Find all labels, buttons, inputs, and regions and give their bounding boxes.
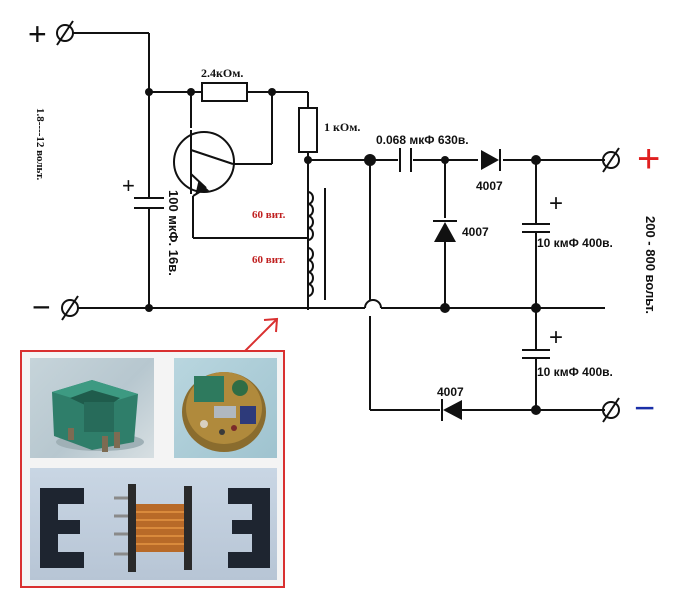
label-winding-2: 60 вит. (252, 254, 286, 266)
capacitor-coupling (399, 148, 412, 172)
output-positive-sign: + (637, 137, 660, 181)
label-c-out-1-polarity: + (549, 190, 563, 217)
label-input-range: 1.8----12 вольт. (34, 108, 46, 181)
input-negative-sign: − (32, 289, 51, 325)
label-diode-bottom: 4007 (437, 385, 464, 399)
label-c-out-1: 10 кмФ 400в. (537, 236, 613, 250)
label-diode-top: 4007 (476, 179, 503, 193)
junction-dots (145, 88, 541, 415)
label-c-input-polarity: + (122, 173, 135, 198)
photo-panel (20, 350, 285, 588)
transformer-winding (307, 188, 326, 300)
label-diode-mid: 4007 (462, 225, 489, 239)
resistor-r1 (201, 82, 248, 102)
output-negative-terminal (602, 397, 620, 423)
label-winding-1: 60 вит. (252, 209, 286, 221)
circuit-board-photo (174, 358, 277, 458)
resistor-r2 (298, 107, 318, 153)
diode-middle (433, 220, 457, 242)
label-c-coupling: 0.068 мкФ 630в. (376, 133, 469, 147)
output-positive-terminal (602, 147, 620, 173)
transistor (173, 130, 235, 197)
diode-top (481, 149, 501, 171)
capacitor-output-2 (522, 349, 550, 359)
label-output-range: 200 - 800 вольт. (643, 216, 658, 314)
input-positive-sign: + (28, 16, 47, 52)
capacitor-output-1 (522, 223, 550, 233)
label-r1: 2.4кОм. (201, 66, 243, 80)
transformer-photo (30, 358, 154, 458)
capacitor-input (134, 197, 164, 209)
output-negative-sign: − (634, 387, 655, 428)
label-c-out-2: 10 кмФ 400в. (537, 365, 613, 379)
label-c-out-2-polarity: + (549, 324, 563, 351)
photo-pointer-arrow (243, 317, 279, 353)
disassembled-core-photo (30, 468, 277, 580)
input-negative-terminal (61, 295, 79, 321)
input-positive-terminal (56, 20, 74, 46)
label-r2: 1 кОм. (324, 120, 360, 134)
label-c-input: 100 мкФ. 16в. (166, 190, 181, 276)
diode-bottom (441, 399, 462, 421)
